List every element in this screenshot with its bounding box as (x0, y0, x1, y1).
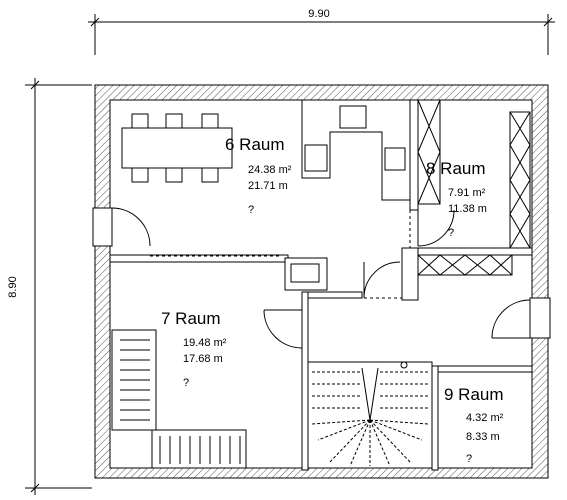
room-8-label: 8 Raum 7.91 m² 11.38 m ? (426, 159, 487, 239)
room-perimeter: 11.38 m (448, 203, 487, 215)
room-extra: ? (248, 204, 254, 216)
room-perimeter: 17.68 m (183, 353, 223, 365)
chimney (284, 257, 328, 291)
kitchen-counter (301, 99, 411, 201)
room-name: 6 Raum (225, 135, 285, 154)
openings-dashed (150, 204, 411, 299)
room-7-label: 7 Raum 19.48 m² 17.68 m ? (161, 309, 227, 389)
room-extra: ? (466, 453, 472, 465)
room-extra: ? (448, 227, 454, 239)
room-extra: ? (183, 377, 189, 389)
room-perimeter: 21.71 m (248, 180, 288, 192)
room-area: 7.91 m² (448, 187, 486, 199)
room-name: 8 Raum (426, 159, 486, 178)
wardrobes (417, 99, 531, 276)
dimension-height-label: 8.90 (7, 276, 19, 297)
shelf-unit (111, 329, 157, 431)
staircase (307, 361, 433, 469)
wall-openings (92, 207, 551, 339)
room-name: 7 Raum (161, 309, 221, 328)
sofa (151, 429, 247, 469)
dimension-width (88, 14, 555, 55)
dimension-width-label: 9.90 (308, 8, 329, 20)
dimension-height (25, 78, 92, 495)
room-6-label: 6 Raum 24.38 m² 21.71 m ? (225, 135, 292, 216)
room-perimeter: 8.33 m (466, 431, 500, 443)
room-area: 19.48 m² (183, 337, 227, 349)
doors (111, 207, 531, 373)
dining-table (121, 113, 233, 183)
room-9-label: 9 Raum 4.32 m² 8.33 m ? (444, 385, 504, 465)
room-area: 24.38 m² (248, 164, 292, 176)
room-name: 9 Raum (444, 385, 504, 404)
room-area: 4.32 m² (466, 412, 504, 424)
interior-walls (109, 99, 533, 471)
